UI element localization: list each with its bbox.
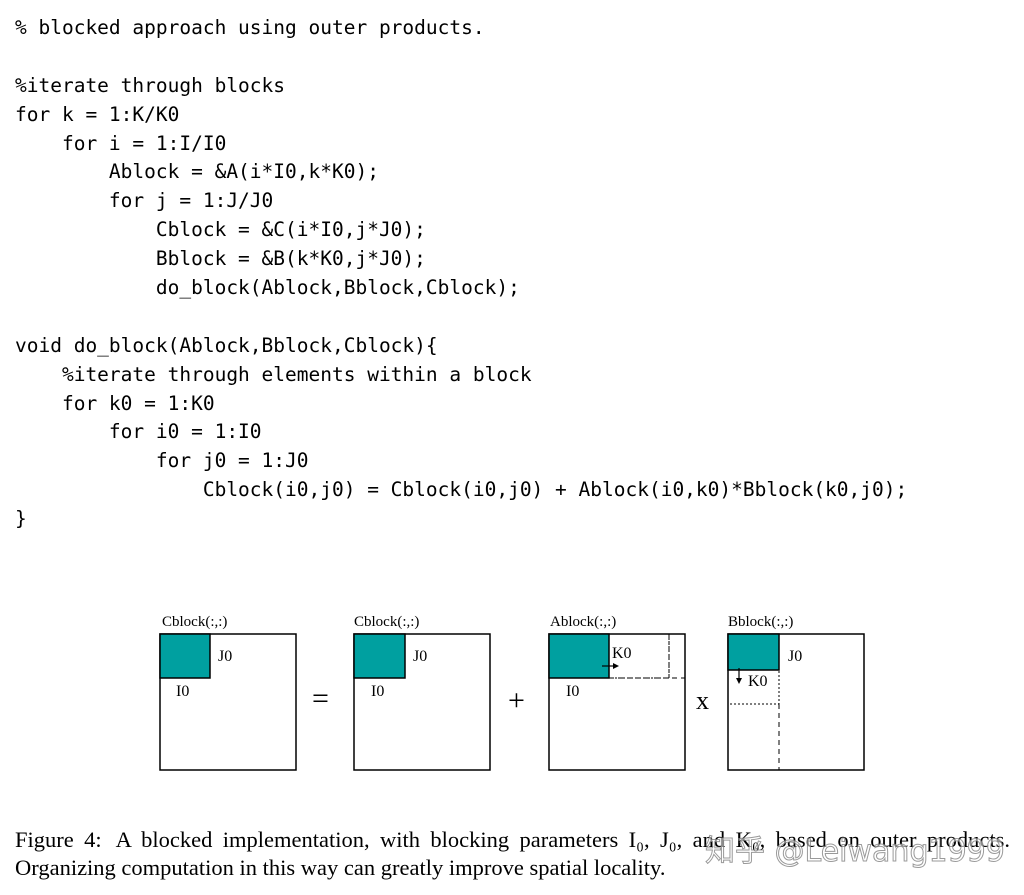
width-label: J0 xyxy=(218,648,232,665)
panel-title: Cblock(:,:) xyxy=(162,614,227,630)
code-line: } xyxy=(15,507,27,531)
bblock-panel: Bblock(:,:) J0 K0 xyxy=(727,614,865,771)
panel-title: Ablock(:,:) xyxy=(550,614,616,630)
code-listing: % blocked approach using outer products.… xyxy=(15,14,907,534)
blocked-matmul-figure: Cblock(:,:) J0 I0 = Cblock(:,:) J0 I0 + … xyxy=(159,614,865,771)
height-label: I0 xyxy=(566,683,579,700)
code-line: Cblock = &C(i*I0,j*J0); xyxy=(15,218,426,242)
code-line: for i0 = 1:I0 xyxy=(15,420,262,444)
k0-strip-outline xyxy=(727,669,780,705)
code-line: Cblock(i0,j0) = Cblock(i0,j0) + Ablock(i… xyxy=(15,478,908,502)
code-line: Bblock = &B(k*K0,j*J0); xyxy=(15,247,426,271)
code-line: void do_block(Ablock,Bblock,Cblock){ xyxy=(15,333,438,357)
width-label: J0 xyxy=(788,648,802,665)
block-tile xyxy=(727,633,780,671)
depth-label: K0 xyxy=(748,673,768,690)
block-tile xyxy=(353,633,406,679)
height-label: I0 xyxy=(371,683,384,700)
cblock-panel-right: Cblock(:,:) J0 I0 xyxy=(353,614,491,771)
figure-number: Figure 4: xyxy=(15,827,102,852)
code-line: for k = 1:K/K0 xyxy=(15,102,180,126)
panel-title: Cblock(:,:) xyxy=(354,614,419,630)
code-line: for j = 1:J/J0 xyxy=(15,189,274,213)
height-label: I0 xyxy=(176,683,189,700)
code-line: do_block(Ablock,Bblock,Cblock); xyxy=(15,276,520,300)
figure-caption: Figure 4:A blocked implementation, with … xyxy=(15,826,1010,882)
code-line: for i = 1:I/I0 xyxy=(15,131,227,155)
code-line: % blocked approach using outer products. xyxy=(15,16,485,39)
code-line: %iterate through blocks xyxy=(15,73,286,97)
matrix-outline xyxy=(353,633,491,771)
block-tile xyxy=(159,633,211,679)
code-line xyxy=(15,303,907,332)
ablock-panel: Ablock(:,:) K0 I0 xyxy=(548,614,686,771)
cblock-panel-left: Cblock(:,:) J0 I0 xyxy=(159,614,297,771)
code-line xyxy=(15,43,907,72)
times-sign: x xyxy=(696,686,709,715)
arrow-head xyxy=(736,678,742,684)
panel-title: Bblock(:,:) xyxy=(728,614,793,630)
code-line: %iterate through elements within a block xyxy=(15,362,532,386)
code-line: Ablock = &A(i*I0,k*K0); xyxy=(15,160,379,184)
plus-sign: + xyxy=(508,684,525,717)
width-label: J0 xyxy=(413,648,427,665)
code-line: for k0 = 1:K0 xyxy=(15,391,215,415)
equals-sign: = xyxy=(312,682,329,715)
depth-label: K0 xyxy=(612,645,632,662)
caption-text: A blocked implementation, with blocking … xyxy=(15,827,1011,880)
arrow-head xyxy=(613,663,619,669)
code-line: for j0 = 1:J0 xyxy=(15,449,309,473)
block-tile xyxy=(548,633,610,679)
matrix-outline xyxy=(159,633,297,771)
